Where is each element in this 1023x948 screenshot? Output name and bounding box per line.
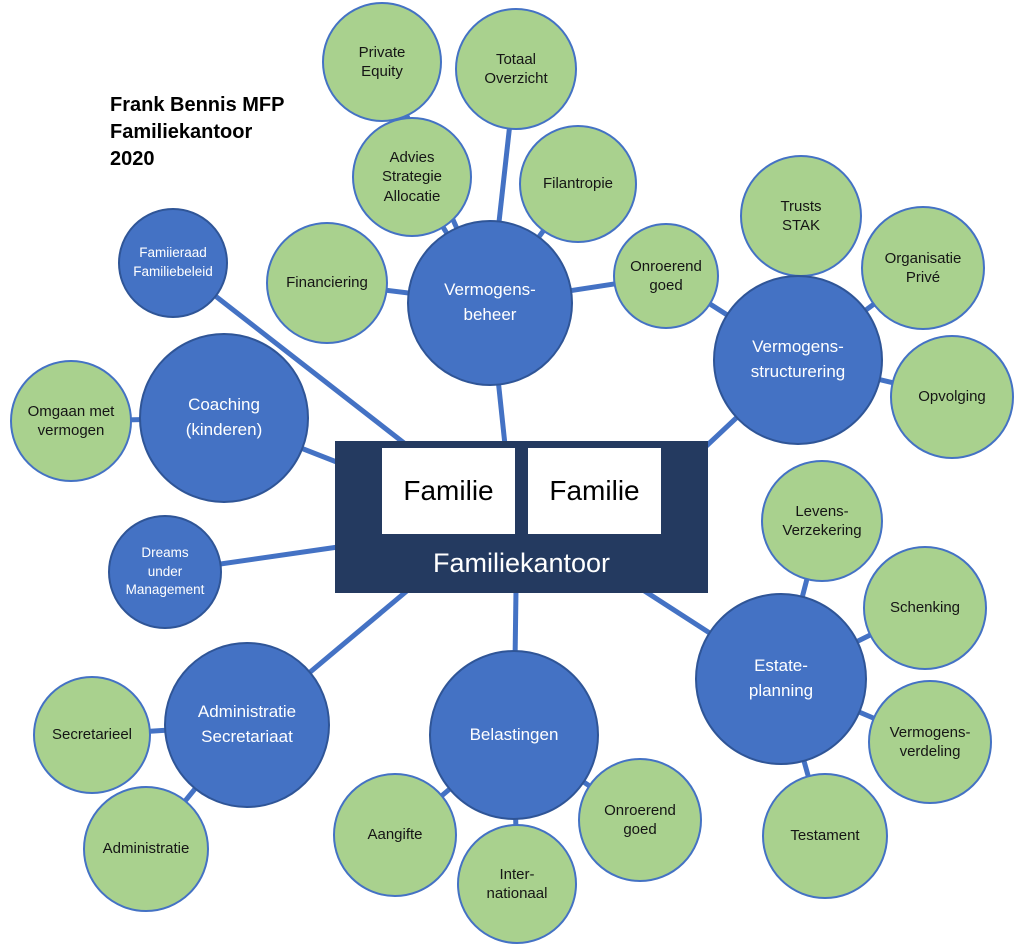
node-label: Aangifte xyxy=(367,826,423,844)
node-internationaal: Inter- nationaal xyxy=(457,824,577,944)
node-totaal-overzicht: Totaal Overzicht xyxy=(455,8,577,130)
hub-estate-planning: Estate- planning xyxy=(695,593,867,765)
node-label: Vermogens- structurering xyxy=(750,337,846,381)
node-schenking: Schenking xyxy=(863,546,987,670)
node-label: Onroerend goed xyxy=(604,801,676,839)
node-aangifte: Aangifte xyxy=(333,773,457,897)
familiekantoor-box: Familie Familie Familiekantoor xyxy=(335,441,708,593)
node-label: Advies Strategie Allocatie xyxy=(381,148,443,205)
node-administratie: Administratie xyxy=(83,786,209,912)
node-opvolging: Opvolging xyxy=(890,335,1014,459)
node-label: Financiering xyxy=(286,274,368,292)
familie-label: Familie xyxy=(403,475,494,506)
node-advies-strategie-allocatie: Advies Strategie Allocatie xyxy=(352,117,472,237)
node-trusts-stak: Trusts STAK xyxy=(740,155,862,277)
hub-dreams-under-management: Dreams under Management xyxy=(108,515,222,629)
node-label: Totaal Overzicht xyxy=(484,50,548,88)
node-testament: Testament xyxy=(762,773,888,899)
node-label: Omgaan met vermogen xyxy=(27,402,115,440)
familie-label: Familie xyxy=(549,475,640,506)
node-label: Opvolging xyxy=(918,388,986,406)
familiekantoor-label: Familiekantoor xyxy=(432,548,611,578)
node-label: Famiieraad Familiebeleid xyxy=(133,245,213,279)
node-label: Onroerend goed xyxy=(630,257,702,295)
node-label: Private Equity xyxy=(358,43,406,81)
node-label: Inter- nationaal xyxy=(486,865,548,903)
node-label: Schenking xyxy=(889,599,961,617)
hub-vermogens-beheer: Vermogens- beheer xyxy=(407,220,573,386)
familie-box-right: Familie xyxy=(528,448,661,534)
node-label: Coaching (kinderen) xyxy=(185,395,263,439)
diagram-title: Frank Bennis MFP Familiekantoor 2020 xyxy=(110,94,285,170)
node-label: Organisatie Privé xyxy=(884,249,962,287)
node-label: Trusts STAK xyxy=(780,197,822,235)
node-organisatie-prive: Organisatie Privé xyxy=(861,206,985,330)
node-private-equity: Private Equity xyxy=(322,2,442,122)
node-levens-verzekering: Levens- Verzekering xyxy=(761,460,883,582)
node-label: Vermogens- verdeling xyxy=(889,723,971,761)
node-label: Estate- planning xyxy=(748,656,814,700)
node-label: Dreams under Management xyxy=(125,544,205,598)
node-onroerend-goed-bottom: Onroerend goed xyxy=(578,758,702,882)
familie-box-left: Familie xyxy=(382,448,515,534)
hub-familieraad-familiebeleid: Famiieraad Familiebeleid xyxy=(118,208,228,318)
node-secretarieel: Secretarieel xyxy=(33,676,151,794)
node-label: Administratie xyxy=(102,840,190,858)
hub-coaching-kinderen: Coaching (kinderen) xyxy=(139,333,309,503)
family-row: Familie Familie xyxy=(382,448,661,534)
node-label: Levens- Verzekering xyxy=(782,502,862,540)
node-label: Administratie Secretariaat xyxy=(197,702,297,746)
hub-vermogens-structurering: Vermogens- structurering xyxy=(713,275,883,445)
node-label: Vermogens- beheer xyxy=(444,280,536,324)
node-vermogens-verdeling: Vermogens- verdeling xyxy=(868,680,992,804)
node-label: Testament xyxy=(790,827,860,845)
node-label: Secretarieel xyxy=(51,726,133,744)
node-omgaan-met-vermogen: Omgaan met vermogen xyxy=(10,360,132,482)
node-label: Filantropie xyxy=(542,175,614,193)
hub-administratie-secretariaat: Administratie Secretariaat xyxy=(164,642,330,808)
node-onroerend-goed-top: Onroerend goed xyxy=(613,223,719,329)
node-filantropie: Filantropie xyxy=(519,125,637,243)
node-label: Belastingen xyxy=(469,724,559,744)
node-financiering: Financiering xyxy=(266,222,388,344)
hub-belastingen: Belastingen xyxy=(429,650,599,820)
